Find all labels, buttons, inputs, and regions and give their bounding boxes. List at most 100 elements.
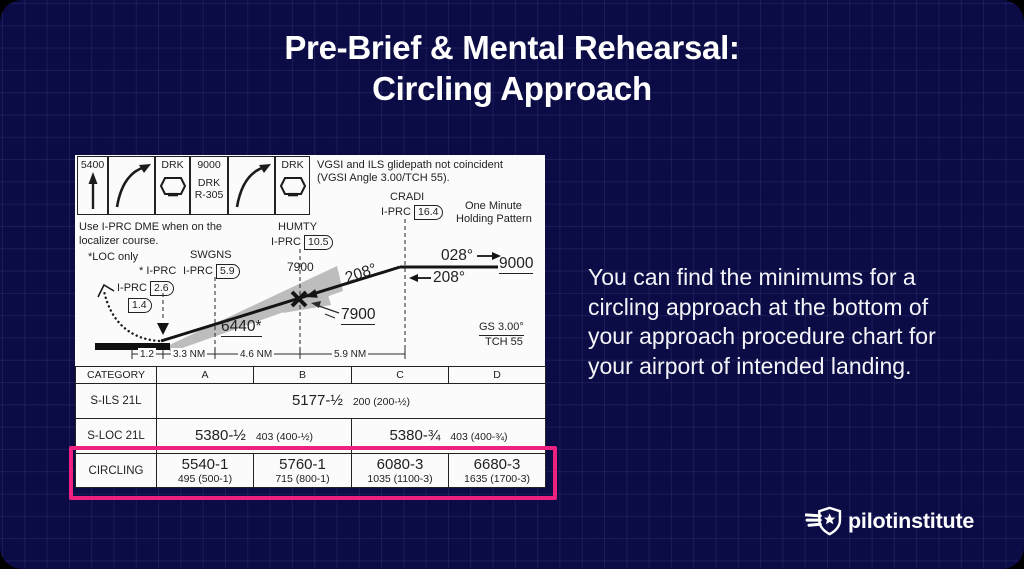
col-a: A	[156, 366, 254, 384]
dme-source-label: I-PRC	[183, 265, 213, 277]
vgsi-note-line-2: (VGSI Angle 3.00/TCH 55).	[317, 172, 450, 184]
explanation-line-3: your approach procedure chart for	[588, 323, 936, 349]
s-loc-ab-value: 5380-½	[194, 427, 246, 444]
circling-minimums-highlight	[69, 446, 557, 500]
distance-4-6nm: 4.6 NM	[238, 348, 275, 361]
distance-3-3nm: 3.3 NM	[171, 348, 208, 361]
dme-note-line-1: Use I-PRC DME when on the	[79, 221, 223, 233]
fix-humty-dme: I-PRC 10.5	[271, 235, 334, 250]
turn-arrow-box-2	[228, 156, 275, 215]
s-loc-ab-hat: 403 (400-½)	[255, 431, 314, 443]
vgsi-note: VGSI and ILS glidepath not coincident (V…	[317, 159, 503, 185]
explanation-line-1: You can find the minimums for a	[588, 264, 916, 290]
climb-instruction-box: 9000 DRK R-305	[190, 156, 228, 215]
climb-straight-arrow-icon	[88, 172, 97, 209]
explanation-line-4: your airport of intended landing.	[588, 352, 912, 379]
s-ils-minimum-hat: 200 (200-½)	[352, 396, 411, 408]
dme-note-line-2: localizer course.	[79, 235, 159, 247]
holding-note-line-2: Holding Pattern	[456, 213, 532, 225]
circling-label: CIRCLING	[75, 453, 157, 488]
turn-arrow-box-1	[108, 156, 155, 215]
circling-c-value: 6080-3	[376, 455, 424, 473]
circling-a-hat: 495 (500-1)	[177, 472, 233, 485]
title-line-2: Circling Approach	[372, 70, 652, 107]
circling-d-hat: 1635 (1700-3)	[464, 472, 530, 485]
s-ils-row: S-ILS 21L 5177-½ 200 (200-½)	[75, 383, 546, 419]
inbound-course: 208°	[433, 269, 466, 286]
dme-source-label: I-PRC	[381, 206, 411, 218]
threshold-crossing-height: TCH 55	[485, 336, 523, 348]
circling-cat-d: 6680-3 1635 (1700-3)	[448, 453, 546, 488]
brand-name: pilotinstitute	[848, 508, 975, 533]
glideslope-angle: GS 3.00°	[479, 321, 524, 336]
brand-logo: pilotinstitute	[805, 506, 974, 536]
navaid-name: DRK	[281, 159, 304, 171]
outbound-course: 028°	[441, 247, 474, 264]
dme-value-box: 10.5	[304, 235, 334, 250]
dme-source-label: I-PRC	[117, 282, 147, 294]
s-loc-cd-value: 5380-¾	[389, 427, 441, 444]
wing-shield-star-icon	[805, 506, 842, 536]
fix-humty-name: HUMTY	[278, 221, 318, 233]
fix-swgns-dme: I-PRC 5.9	[183, 264, 240, 279]
circling-row: CIRCLING 5540-1 495 (500-1) 5760-1 715 (…	[75, 453, 546, 488]
dme-value-box: 5.9	[216, 264, 240, 279]
altitude-7900-top: 7900	[287, 260, 314, 274]
col-c: C	[351, 366, 449, 384]
loc-only-note: *LOC only	[88, 251, 139, 263]
navaid-name: DRK	[161, 159, 184, 171]
s-loc-cd-hat: 403 (400-¾)	[450, 431, 508, 443]
circling-a-value: 5540-1	[181, 455, 229, 473]
fix-cradi-name: CRADI	[390, 191, 425, 203]
holding-altitude-9000: 9000	[499, 255, 534, 274]
intercept-arrow	[157, 323, 169, 335]
distance-5-9nm: 5.9 NM	[332, 348, 369, 361]
s-ils-label: S-ILS 21L	[75, 383, 157, 419]
circling-d-value: 6680-3	[473, 455, 521, 473]
inbound-arrowhead	[409, 274, 418, 282]
s-ils-minimum-value: 5177-½	[291, 392, 343, 409]
climb-navaid: DRK	[197, 177, 221, 189]
dme-value-box: 16.4	[414, 205, 444, 220]
circling-cat-c: 6080-3 1035 (1100-3)	[351, 453, 449, 488]
distance-1-2: 1.2	[138, 348, 156, 361]
missed-approach-path	[102, 289, 161, 343]
page-title: Pre-Brief & Mental Rehearsal: Circling A…	[0, 27, 1024, 109]
climbing-turn-arrow-icon	[115, 164, 151, 208]
approach-chart: 5400 DRK 9000 DRK R-305	[69, 155, 557, 500]
outbound-arrowhead	[492, 252, 501, 260]
navaid-box-drk-1: DRK	[155, 156, 190, 215]
fix-cradi-dme: I-PRC 16.4	[381, 205, 444, 220]
title-line-1: Pre-Brief & Mental Rehearsal:	[284, 29, 740, 66]
vgsi-note-line-1: VGSI and ILS glidepath not coincident	[317, 159, 503, 171]
faf-altitude-7900: 7900	[341, 306, 376, 325]
loc-only-dme-label: * I-PRC	[139, 265, 177, 277]
minimums-header-row: CATEGORY A B C D	[75, 366, 546, 384]
fix-swgns-name: SWGNS	[190, 249, 232, 261]
circling-cat-b: 5760-1 715 (800-1)	[253, 453, 352, 488]
dme-1-4: 1.4	[128, 298, 152, 313]
circling-c-hat: 1035 (1100-3)	[367, 472, 433, 485]
explanation-text: You can find the minimums for a circling…	[588, 263, 1008, 381]
s-ils-minimums: 5177-½ 200 (200-½)	[156, 383, 546, 419]
callout-arrowhead	[311, 301, 321, 308]
col-d: D	[448, 366, 546, 384]
navaid-box-drk-2: DRK	[275, 156, 310, 215]
climb-radial: R-305	[194, 189, 224, 201]
faf-cross-icon	[290, 290, 308, 308]
glidepath-line	[160, 265, 401, 343]
col-category: CATEGORY	[75, 366, 157, 384]
dme-value-box: 1.4	[128, 298, 152, 313]
climb-altitude: 9000	[197, 159, 221, 171]
explanation-line-2: circling approach at the bottom of	[588, 293, 929, 320]
missed-approach-altitude-box: 5400	[77, 156, 108, 215]
glideslope-feather	[165, 266, 343, 352]
dme-2-6: I-PRC 2.6	[117, 281, 174, 296]
holding-note-line-1: One Minute	[465, 200, 522, 212]
climbing-turn-arrow-icon	[235, 164, 271, 208]
circling-b-hat: 715 (800-1)	[275, 472, 330, 485]
hexagon-navaid-icon	[159, 177, 186, 197]
dme-value-box: 2.6	[150, 281, 174, 296]
